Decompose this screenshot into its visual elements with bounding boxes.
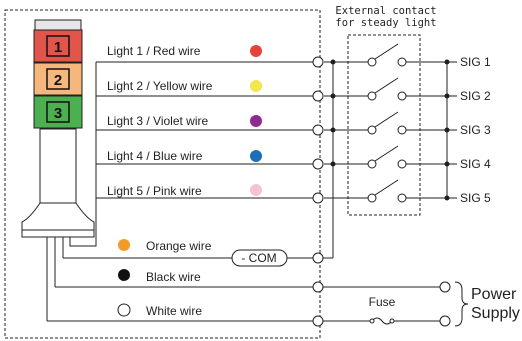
power-terminal-2 — [439, 315, 451, 327]
fuse-label: Fuse — [369, 295, 396, 309]
orange-color-dot — [118, 239, 130, 251]
terminal-black — [312, 281, 324, 293]
fuse-symbol — [371, 317, 393, 325]
device-enclosure — [4, 9, 321, 339]
white-wire-circuit: Fuse White wire — [47, 295, 451, 327]
switch-3 — [367, 111, 407, 135]
tower-pole — [39, 128, 77, 204]
orange-wire-label: Orange wire — [146, 239, 212, 253]
terminal-4 — [312, 158, 324, 170]
power-supply-label-line2: Supply — [471, 305, 520, 322]
tower-segment-2-label: 2 — [54, 72, 62, 89]
tower-segment-3-badge — [46, 101, 70, 123]
black-wire-label: Black wire — [146, 270, 201, 284]
tower-base — [21, 202, 95, 231]
sig-4-label: SIG 4 — [460, 157, 491, 171]
signal-tower: 1 2 3 — [21, 19, 95, 238]
white-wire-label: White wire — [146, 304, 202, 318]
black-wire-circuit: Black wire — [55, 269, 451, 293]
com-circuit: - COM Orange wire — [63, 239, 333, 267]
sig-1-label: SIG 1 — [460, 55, 491, 69]
black-color-dot — [118, 269, 130, 281]
light-5-label: Light 5 / Pink wire — [107, 184, 202, 198]
tower-segment-2-badge — [46, 68, 70, 90]
tower-segment-1-label: 1 — [54, 39, 62, 56]
terminal-white — [312, 315, 324, 327]
switch-2 — [367, 77, 407, 101]
terminal-2 — [312, 90, 324, 102]
sig-5-label: SIG 5 — [460, 191, 491, 205]
power-supply-brace — [454, 281, 469, 327]
light-wiring: Light 1 / Red wire Light 2 / Yellow wire… — [46, 44, 318, 321]
sig-3-label: SIG 3 — [460, 123, 491, 137]
light-2-label: Light 2 / Yellow wire — [107, 79, 213, 93]
com-label: - COM — [241, 251, 276, 265]
light-3-color-dot — [250, 115, 262, 127]
switch-5 — [367, 179, 407, 203]
terminal-com — [312, 252, 324, 264]
switch-4 — [367, 145, 407, 169]
light-5-color-dot — [250, 184, 262, 196]
light-4-color-dot — [250, 150, 262, 162]
sig-2-label: SIG 2 — [460, 89, 491, 103]
white-color-dot — [117, 303, 131, 317]
light-1-color-dot — [250, 45, 262, 57]
terminal-1 — [312, 56, 324, 68]
switch-1 — [367, 43, 407, 67]
terminal-5 — [312, 192, 324, 204]
tower-segment-3-label: 3 — [54, 105, 62, 122]
tower-base-plate — [21, 229, 95, 238]
light-2-color-dot — [250, 80, 262, 92]
external-contact-box — [347, 34, 421, 216]
signal-circuits: SIG 1 SIG 2 SIG 3 SIG 4 SIG 5 — [312, 43, 491, 258]
power-supply-label-line1: Power — [471, 286, 517, 303]
tower-cap — [34, 19, 82, 31]
tower-segment-1-badge — [46, 35, 70, 57]
terminal-3 — [312, 124, 324, 136]
light-4-label: Light 4 / Blue wire — [107, 149, 203, 163]
light-3-label: Light 3 / Violet wire — [107, 114, 208, 128]
external-contact-subtitle: for steady light — [335, 17, 436, 29]
power-terminal-1 — [439, 281, 451, 293]
external-contact-title: External contact — [335, 5, 436, 17]
light-1-label: Light 1 / Red wire — [107, 44, 201, 58]
